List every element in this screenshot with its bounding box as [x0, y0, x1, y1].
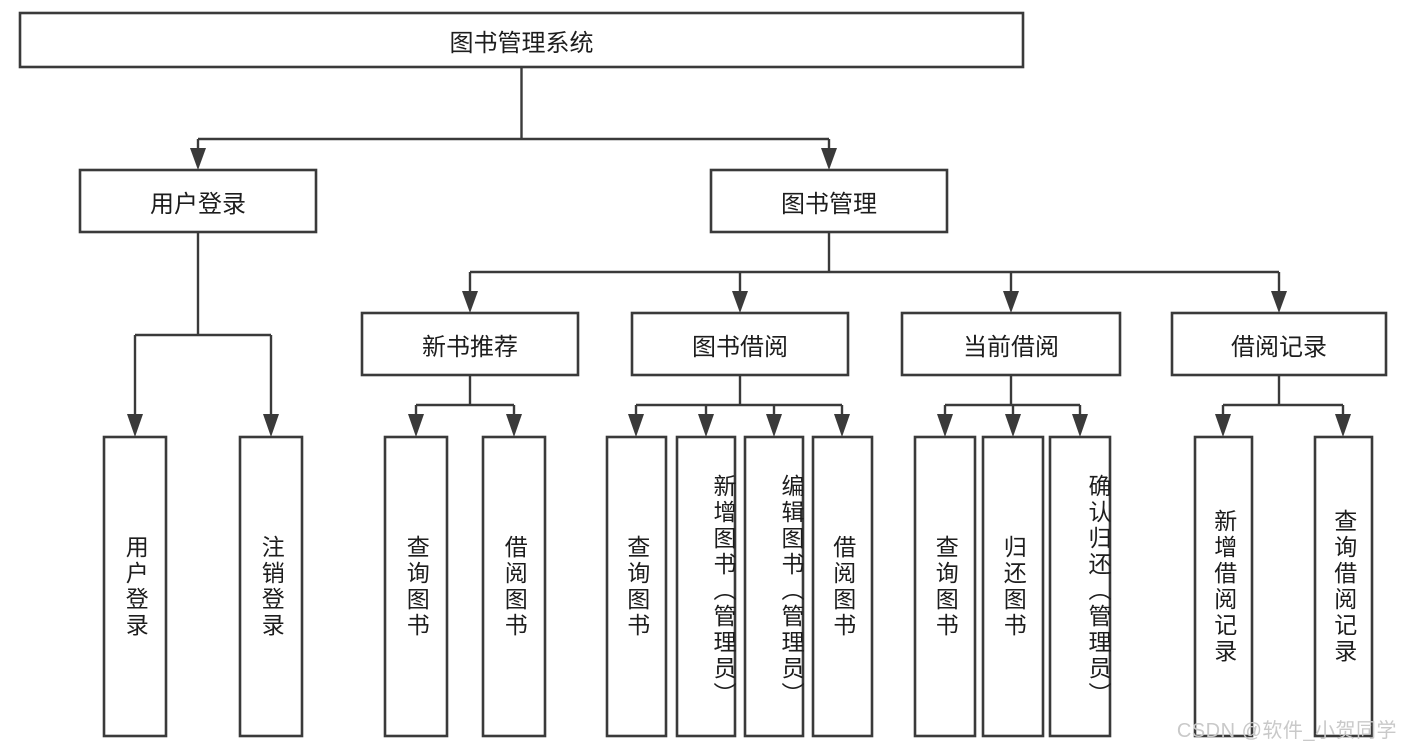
node-box-leaf-edit-book-admin[interactable] — [743, 435, 805, 738]
node-box-book-management[interactable] — [709, 168, 949, 234]
connector-group-borrow — [628, 375, 850, 437]
node-box-leaf-query-book-current[interactable] — [913, 435, 977, 738]
connector-group-root — [190, 67, 837, 170]
arrowhead-newbook-leaf-1 — [408, 414, 424, 437]
watermark-text: CSDN @软件_小贺同学 — [1176, 720, 1397, 742]
node-box-borrow-record[interactable] — [1170, 311, 1388, 377]
connector-group-newbook — [408, 375, 522, 437]
node-box-user-login[interactable] — [78, 168, 318, 234]
arrowhead-root-to-bookmgmt — [821, 148, 837, 170]
arrowhead-current-leaf-2 — [1005, 414, 1021, 437]
node-box-leaf-query-book-borrow[interactable] — [605, 435, 668, 738]
arrowhead-bookmgmt-to-newbook — [462, 291, 478, 313]
node-box-book-borrow[interactable] — [630, 311, 850, 377]
node-box-leaf-query-book-new[interactable] — [383, 435, 449, 738]
arrowhead-root-to-userlogin — [190, 148, 206, 170]
connector-group-userlogin — [127, 232, 279, 437]
arrowhead-current-leaf-3 — [1072, 414, 1088, 437]
connector-group-current — [937, 375, 1088, 437]
arrowhead-record-leaf-2 — [1335, 414, 1351, 437]
arrowhead-borrow-leaf-1 — [628, 414, 644, 437]
arrowhead-newbook-leaf-2 — [506, 414, 522, 437]
arrowhead-bookmgmt-to-record — [1271, 291, 1287, 313]
node-box-new-book-recommend[interactable] — [360, 311, 580, 377]
node-box-leaf-user-login[interactable] — [102, 435, 168, 738]
node-box-leaf-borrow-book-new[interactable] — [481, 435, 547, 738]
node-box-leaf-query-borrow-record[interactable] — [1313, 435, 1374, 738]
node-box-leaf-add-borrow-record[interactable] — [1193, 435, 1254, 738]
connector-group-record — [1215, 375, 1351, 437]
arrowhead-bookmgmt-to-current — [1003, 291, 1019, 313]
arrowhead-borrow-leaf-2 — [698, 414, 714, 437]
node-box-root[interactable] — [18, 11, 1025, 69]
arrowhead-borrow-leaf-4 — [834, 414, 850, 437]
arrowhead-current-leaf-1 — [937, 414, 953, 437]
connector-group-bookmgmt — [462, 232, 1287, 313]
node-box-leaf-borrow-book[interactable] — [811, 435, 874, 738]
arrowhead-userlogin-leaf-1 — [127, 414, 143, 437]
node-box-leaf-user-logout[interactable] — [238, 435, 304, 738]
arrowhead-bookmgmt-to-borrow — [732, 291, 748, 313]
node-box-leaf-confirm-return-admin[interactable] — [1048, 435, 1112, 738]
arrowhead-borrow-leaf-3 — [766, 414, 782, 437]
node-box-leaf-add-book-admin[interactable] — [675, 435, 737, 738]
node-box-leaf-return-book[interactable] — [981, 435, 1045, 738]
arrowhead-userlogin-leaf-2 — [263, 414, 279, 437]
node-box-current-borrow[interactable] — [900, 311, 1122, 377]
arrowhead-record-leaf-1 — [1215, 414, 1231, 437]
